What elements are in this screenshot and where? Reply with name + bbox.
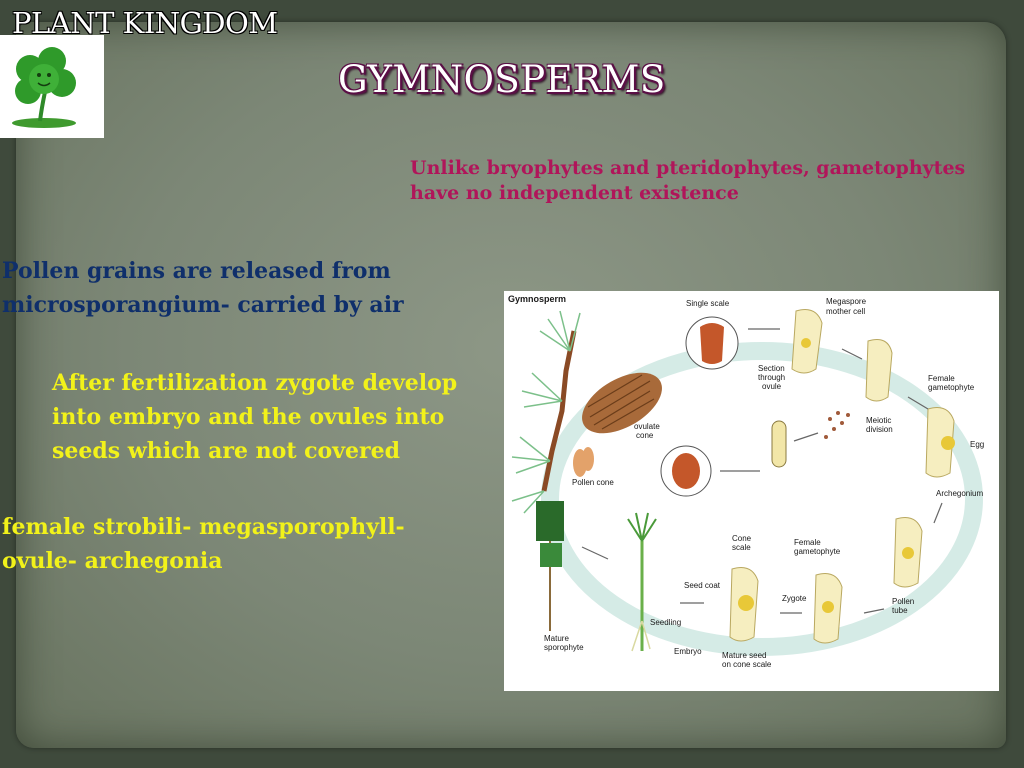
- slide-title: GYMNOSPERMS: [338, 58, 666, 101]
- pollen-sac-icon: [771, 420, 787, 468]
- diagram-title: Gymnosperm: [508, 294, 566, 304]
- gymnosperm-life-cycle-diagram: Gymnosperm Single scale Megaspore mother…: [504, 291, 999, 691]
- label-mother-cell: mother cell: [826, 307, 865, 316]
- label-ovulate: ovulate: [634, 422, 660, 431]
- label-mature-seed: Mature seed: [722, 651, 766, 660]
- cycle-arrows: [581, 328, 943, 614]
- pollen-cone-icon: [573, 447, 594, 477]
- label-pollen-cone: Pollen cone: [572, 478, 614, 487]
- label-gametophyte: gametophyte: [928, 383, 975, 392]
- label-female-b: Female: [794, 538, 821, 547]
- label-through: through: [758, 373, 785, 382]
- label-archegonium: Archegonium: [936, 489, 983, 498]
- pine-branch-icon: [541, 330, 577, 492]
- label-seed-coat: Seed coat: [684, 581, 721, 590]
- label-cone-scale-1: Cone: [732, 534, 752, 543]
- section-ovule-icon: [672, 453, 700, 489]
- label-mature: Mature: [544, 634, 569, 643]
- label-female: Female: [928, 374, 955, 383]
- scale-icon: [700, 323, 724, 364]
- life-cycle-figure: Gymnosperm Single scale Megaspore mother…: [508, 294, 984, 669]
- shamrock-icon: [12, 47, 76, 128]
- cycle-ring: [541, 342, 983, 656]
- label-meiotic: Meiotic: [866, 416, 891, 425]
- header-title: PLANT KINGDOM: [12, 6, 278, 40]
- label-cone-scale-2: scale: [732, 543, 751, 552]
- label-tube: tube: [892, 606, 908, 615]
- label-egg: Egg: [970, 440, 984, 449]
- label-gametophyte-b: gametophyte: [794, 547, 841, 556]
- label-megaspore: Megaspore: [826, 297, 867, 306]
- archegonium-ovule-icon: [925, 407, 955, 478]
- label-sporophyte: sporophyte: [544, 643, 584, 652]
- label-single-scale: Single scale: [686, 299, 730, 308]
- label-on-cone-scale: on cone scale: [722, 660, 772, 669]
- pollen-grains-icon: [824, 411, 850, 439]
- label-pollen: Pollen: [892, 597, 914, 606]
- label-zygote: Zygote: [782, 594, 807, 603]
- seedling-icon: [627, 512, 657, 652]
- pine-needles-icon: [511, 310, 581, 514]
- meiotic-ovule-icon: [865, 339, 893, 402]
- label-division: division: [866, 425, 893, 434]
- logo-box: [0, 35, 104, 138]
- gametophyte-note: Unlike bryophytes and pteridophytes, gam…: [410, 157, 966, 204]
- pollen-note: Pollen grains are released from microspo…: [2, 258, 404, 318]
- fertilization-note: After fertilization zygote develop into …: [52, 370, 458, 464]
- label-embryo: Embryo: [674, 647, 702, 656]
- ovulate-cone-icon: [582, 372, 662, 434]
- mature-sporophyte-icon: [536, 501, 564, 631]
- label-section: Section: [758, 364, 785, 373]
- strobili-note: female strobili- megasporophyll- ovule- …: [2, 514, 405, 574]
- label-seedling: Seedling: [650, 618, 681, 627]
- label-cone: cone: [636, 431, 654, 440]
- label-ovule: ovule: [762, 382, 782, 391]
